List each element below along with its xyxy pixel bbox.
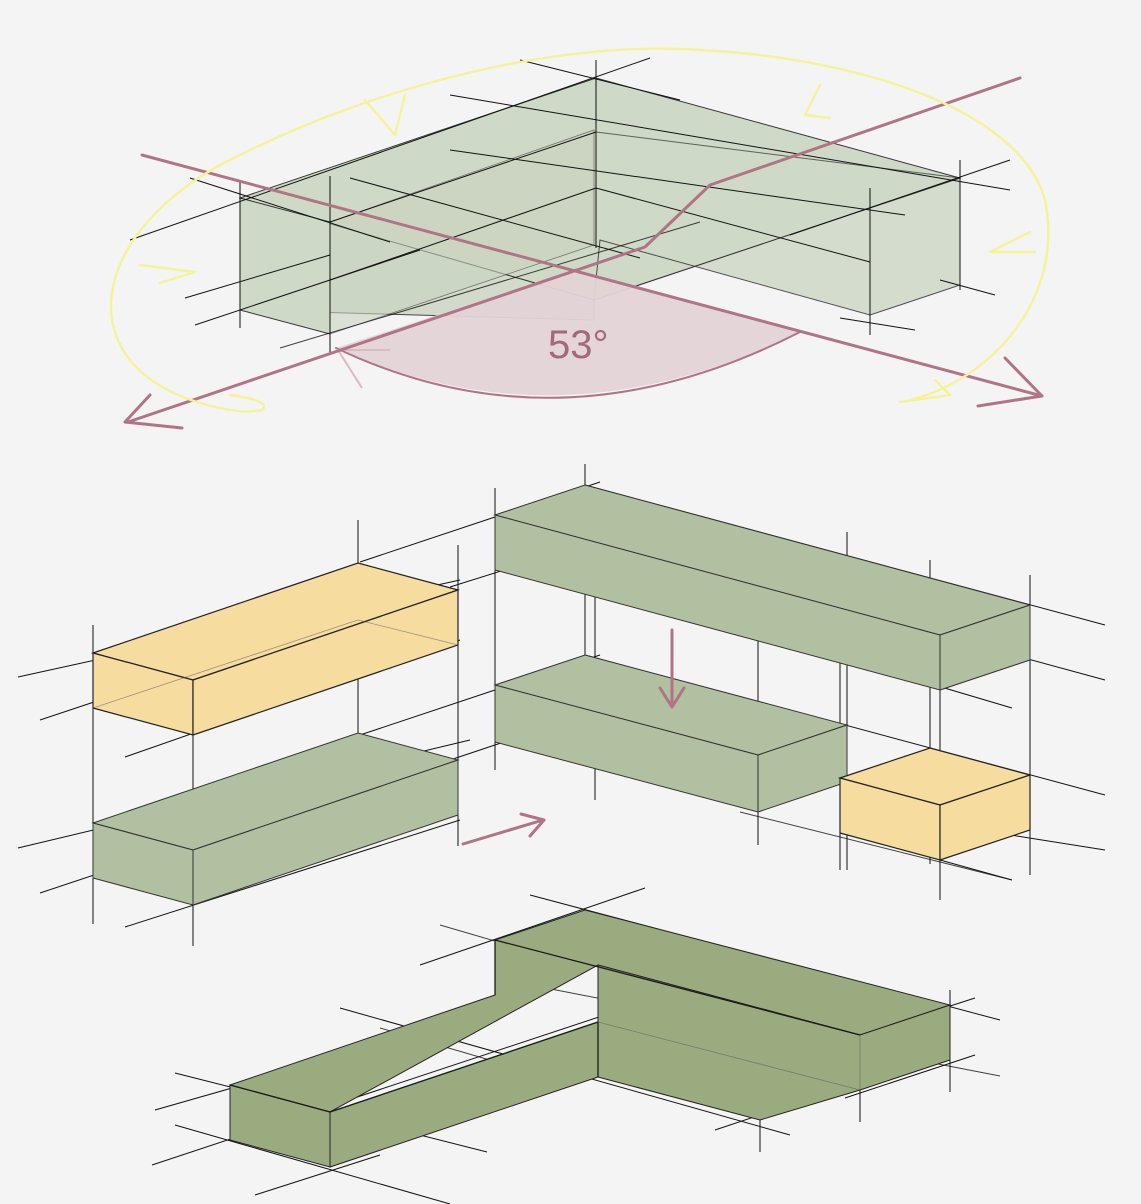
angle-label: 53° (548, 323, 609, 367)
final-massing-diagram (152, 888, 1000, 1204)
rotation-diagram: 53° (111, 49, 1048, 428)
block-highlight-lower-right (840, 748, 1030, 860)
move-right-arrow-icon (463, 814, 544, 844)
axis-arrow-icon (125, 395, 182, 428)
block-highlight-upper-left (93, 563, 458, 735)
move-down-arrow-icon (660, 630, 684, 707)
exploded-blocks-diagram (18, 464, 1105, 946)
